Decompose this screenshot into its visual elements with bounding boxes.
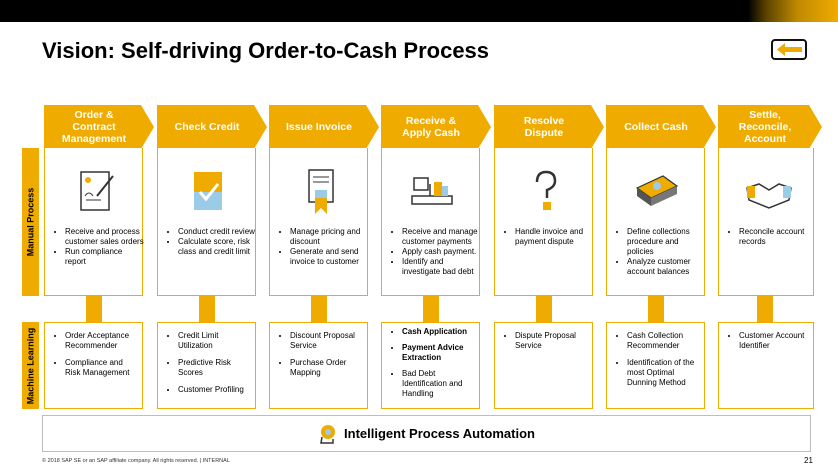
head-gear-icon — [320, 424, 336, 444]
ml-item: Identification of the most Optimal Dunni… — [627, 358, 700, 388]
ml-column-issue-invoice: Discount Proposal ServicePurchase Order … — [269, 322, 368, 409]
connector — [199, 296, 215, 322]
manual-process-label: Manual Process — [22, 148, 39, 296]
manual-column-resolve-dispute: Handle invoice and payment dispute — [494, 148, 593, 296]
manual-item: Conduct credit review — [178, 227, 258, 237]
ml-item: Cash Collection Recommender — [627, 331, 700, 351]
stage-chevron-issue-invoice: Issue Invoice — [269, 105, 379, 149]
manual-column-issue-invoice: Manage pricing and discountGenerate and … — [269, 148, 368, 296]
stage-chevron-collect-cash: Collect Cash — [606, 105, 716, 149]
brand-gradient — [748, 0, 838, 22]
ml-item: Payment Advice Extraction — [402, 343, 475, 363]
manual-item: Manage pricing and discount — [290, 227, 370, 247]
stage-chevron-settle-reconcile: Settle, Reconcile, Account — [718, 105, 822, 149]
page-number: 21 — [804, 456, 813, 465]
top-bar — [0, 0, 838, 22]
manual-column-settle-reconcile: Reconcile account records — [718, 148, 814, 296]
question-icon — [535, 170, 557, 210]
arrow-left-icon — [777, 43, 802, 56]
connector — [423, 296, 439, 322]
ml-item: Dispute Proposal Service — [515, 331, 588, 351]
manual-item: Apply cash payment. — [402, 247, 482, 257]
handshake-icon — [746, 183, 792, 209]
invoice-icon — [308, 169, 334, 214]
manual-column-receive-apply-cash: Receive and manage customer paymentsAppl… — [381, 148, 480, 296]
ml-column-check-credit: Credit Limit UtilizationPredictive Risk … — [157, 322, 256, 409]
cash-register-icon — [411, 177, 453, 205]
manual-column-order-contract: Receive and process customer sales order… — [44, 148, 145, 296]
credit-check-icon — [194, 172, 222, 210]
manual-item: Calculate score, risk class and credit l… — [178, 237, 258, 257]
stage-chevron-order-contract: Order & Contract Management — [44, 105, 154, 149]
copyright-footer: © 2018 SAP SE or an SAP affiliate compan… — [42, 458, 230, 464]
ml-item: Customer Profiling — [178, 385, 251, 395]
ml-item: Order Acceptance Recommender — [65, 331, 138, 351]
manual-column-collect-cash: Define collections procedure and policie… — [606, 148, 705, 296]
ml-column-resolve-dispute: Dispute Proposal Service — [494, 322, 593, 409]
manual-item: Run compliance report — [65, 247, 145, 267]
intelligent-process-automation-bar: Intelligent Process Automation — [42, 415, 811, 452]
connector — [648, 296, 664, 322]
ml-item: Predictive Risk Scores — [178, 358, 251, 378]
ml-item: Customer Account Identifier — [739, 331, 809, 351]
connector — [86, 296, 102, 322]
ml-column-settle-reconcile: Customer Account Identifier — [718, 322, 814, 409]
manual-item: Handle invoice and payment dispute — [515, 227, 595, 247]
stage-chevron-resolve-dispute: Resolve Dispute — [494, 105, 604, 149]
page-title: Vision: Self-driving Order-to-Cash Proce… — [42, 38, 490, 63]
ipa-label: Intelligent Process Automation — [344, 426, 535, 441]
ml-item: Bad Debt Identification and Handling — [402, 369, 475, 399]
connector — [536, 296, 552, 322]
ml-column-receive-apply-cash: Cash ApplicationPayment Advice Extractio… — [381, 322, 480, 409]
contract-sign-icon — [80, 171, 114, 211]
machine-learning-label: Machine Learning — [22, 322, 39, 409]
back-button[interactable] — [771, 39, 807, 60]
ml-item: Discount Proposal Service — [290, 331, 363, 351]
manual-item: Receive and process customer sales order… — [65, 227, 145, 247]
ml-item: Purchase Order Mapping — [290, 358, 363, 378]
ml-item: Compliance and Risk Management — [65, 358, 138, 378]
manual-item: Generate and send invoice to customer — [290, 247, 370, 267]
connector — [311, 296, 327, 322]
money-stack-icon — [635, 175, 679, 206]
manual-item: Analyze customer account balances — [627, 257, 707, 277]
ml-column-order-contract: Order Acceptance RecommenderCompliance a… — [44, 322, 143, 409]
manual-item: Identify and investigate bad debt — [402, 257, 482, 277]
connector — [757, 296, 773, 322]
ml-item: Credit Limit Utilization — [178, 331, 251, 351]
manual-item: Define collections procedure and policie… — [627, 227, 707, 257]
manual-item: Reconcile account records — [739, 227, 819, 247]
ml-item: Cash Application — [402, 327, 475, 337]
ml-column-collect-cash: Cash Collection RecommenderIdentificatio… — [606, 322, 705, 409]
manual-item: Receive and manage customer payments — [402, 227, 482, 247]
stage-chevron-check-credit: Check Credit — [157, 105, 267, 149]
manual-column-check-credit: Conduct credit reviewCalculate score, ri… — [157, 148, 256, 296]
stage-chevron-receive-apply-cash: Receive & Apply Cash — [381, 105, 491, 149]
